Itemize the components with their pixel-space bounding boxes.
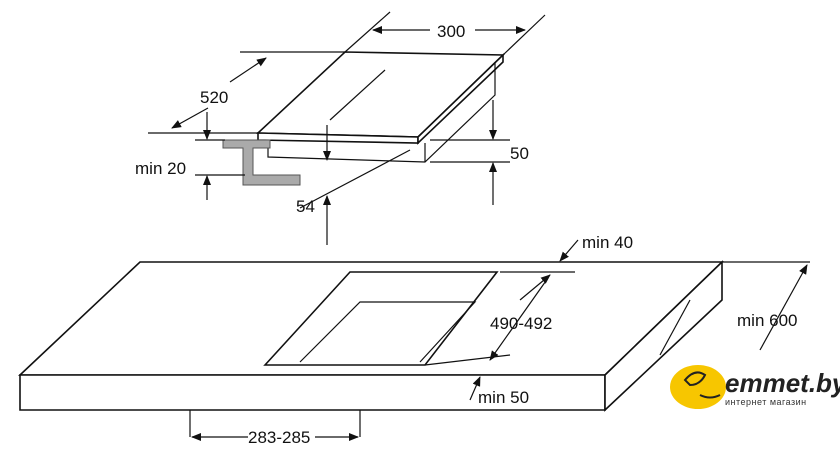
worktop-side xyxy=(604,260,723,412)
dim-min-600: min 600 xyxy=(737,311,797,330)
emmet-logo: emmet.by интернет магазин xyxy=(670,365,840,409)
hob-dimensions xyxy=(148,11,546,245)
worktop-bracket xyxy=(222,139,301,186)
hob-drawing xyxy=(222,51,505,186)
dim-min-20: min 20 xyxy=(135,159,186,178)
dim-hob-width: 300 xyxy=(437,22,465,41)
dim-min-40: min 40 xyxy=(582,233,633,252)
worktop-drawing xyxy=(17,260,724,412)
hob-glass-side xyxy=(417,53,504,145)
worktop-dimensions xyxy=(189,239,810,441)
dim-54: 54 xyxy=(296,197,315,216)
dim-hob-depth: 520 xyxy=(200,88,228,107)
dim-cutout-width: 283-285 xyxy=(248,428,310,447)
dim-min-50: min 50 xyxy=(478,388,529,407)
svg-text:emmet.by: emmet.by xyxy=(725,368,840,398)
logo-tagline: интернет магазин xyxy=(725,397,807,407)
dim-cutout-depth: 490-492 xyxy=(490,314,552,333)
dim-hob-height: 50 xyxy=(510,144,529,163)
